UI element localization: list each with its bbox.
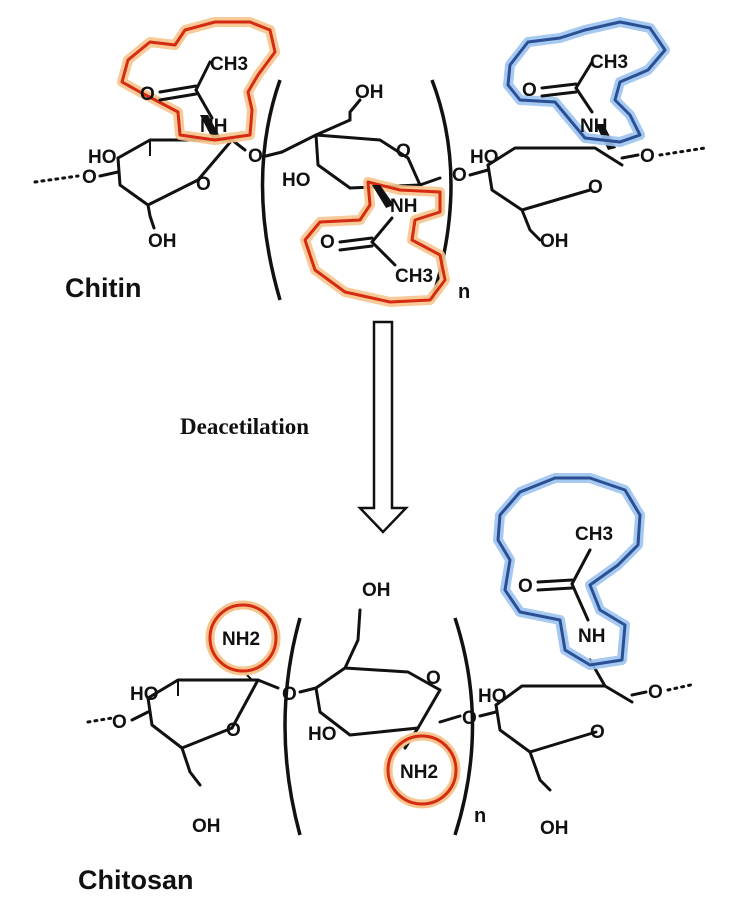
atom-ho: HO bbox=[88, 147, 117, 168]
acetyl-group-retained-bottom: CH3 O NH bbox=[493, 473, 645, 670]
atom-o: O bbox=[588, 177, 603, 198]
atom-oh: OH bbox=[148, 231, 177, 252]
atom-o: O bbox=[518, 576, 533, 597]
chain-end-left bbox=[86, 716, 114, 724]
ring-right: HO OH O O bbox=[478, 658, 663, 839]
atom-nh: NH bbox=[200, 116, 227, 137]
amine-group-1: NH2 bbox=[205, 600, 281, 676]
atom-o: O bbox=[648, 682, 663, 703]
atom-o: O bbox=[320, 232, 335, 253]
atom-nh2: NH2 bbox=[400, 762, 438, 783]
atom-nh: NH bbox=[580, 116, 607, 137]
repeat-bracket-left bbox=[260, 79, 282, 301]
atom-oh: OH bbox=[540, 231, 569, 252]
ring-center: OH HO O bbox=[308, 580, 462, 750]
atom-ho: HO bbox=[130, 684, 159, 705]
repeat-subscript: n bbox=[474, 805, 486, 827]
repeat-subscript: n bbox=[458, 281, 470, 303]
deacetylation-arrow bbox=[357, 320, 409, 534]
ring-left: HO OH O bbox=[130, 667, 280, 837]
atom-ho: HO bbox=[282, 170, 311, 191]
chitin-label: Chitin bbox=[65, 273, 141, 303]
amine-group-2: NH2 bbox=[383, 731, 461, 809]
chitin-structure: O HO OH O O CH3 O NH bbox=[33, 17, 707, 307]
repeat-bracket-right bbox=[453, 617, 475, 836]
atom-oh: OH bbox=[355, 82, 384, 103]
repeat-bracket-left bbox=[283, 617, 302, 836]
atom-oh: OH bbox=[540, 818, 569, 839]
atom-o: O bbox=[522, 80, 537, 101]
atom-o: O bbox=[140, 84, 155, 105]
atom-o: O bbox=[112, 712, 127, 733]
chain-end-right bbox=[666, 682, 697, 692]
atom-ch3: CH3 bbox=[395, 266, 433, 287]
chitosan-label: Chitosan bbox=[78, 865, 194, 895]
atom-ho: HO bbox=[308, 724, 337, 745]
acetyl-group-2: NH O CH3 bbox=[300, 177, 450, 307]
atom-ch3: CH3 bbox=[210, 54, 248, 75]
atom-ho: HO bbox=[470, 147, 499, 168]
process-label: Deacetilation bbox=[180, 414, 309, 439]
atom-nh: NH bbox=[390, 196, 417, 217]
acetyl-group-1: CH3 O NH bbox=[117, 17, 280, 145]
atom-ch3: CH3 bbox=[575, 524, 613, 545]
atom-nh2: NH2 bbox=[222, 629, 260, 650]
chitosan-structure: O HO OH O NH2 O n OH bbox=[78, 473, 697, 895]
atom-o: O bbox=[82, 167, 97, 188]
atom-o: O bbox=[248, 146, 263, 167]
atom-o: O bbox=[640, 146, 655, 167]
ring-left: HO OH O bbox=[88, 115, 247, 252]
atom-oh: OH bbox=[192, 816, 221, 837]
atom-nh: NH bbox=[578, 626, 605, 647]
atom-o: O bbox=[196, 174, 211, 195]
atom-ch3: CH3 bbox=[590, 52, 628, 73]
chain-end-right bbox=[658, 146, 707, 157]
atom-oh: OH bbox=[362, 580, 391, 601]
acetyl-group-retained-top: CH3 O NH bbox=[503, 17, 670, 147]
atom-ho: HO bbox=[478, 686, 507, 707]
atom-o: O bbox=[590, 722, 605, 743]
ring-center: OH HO O bbox=[280, 82, 442, 191]
atom-o: O bbox=[426, 668, 441, 689]
atom-o: O bbox=[396, 141, 411, 162]
reaction-arrow bbox=[357, 320, 409, 534]
chain-end-left bbox=[33, 174, 80, 184]
atom-o: O bbox=[452, 165, 467, 186]
atom-o: O bbox=[226, 720, 241, 741]
atom-o: O bbox=[462, 708, 477, 729]
